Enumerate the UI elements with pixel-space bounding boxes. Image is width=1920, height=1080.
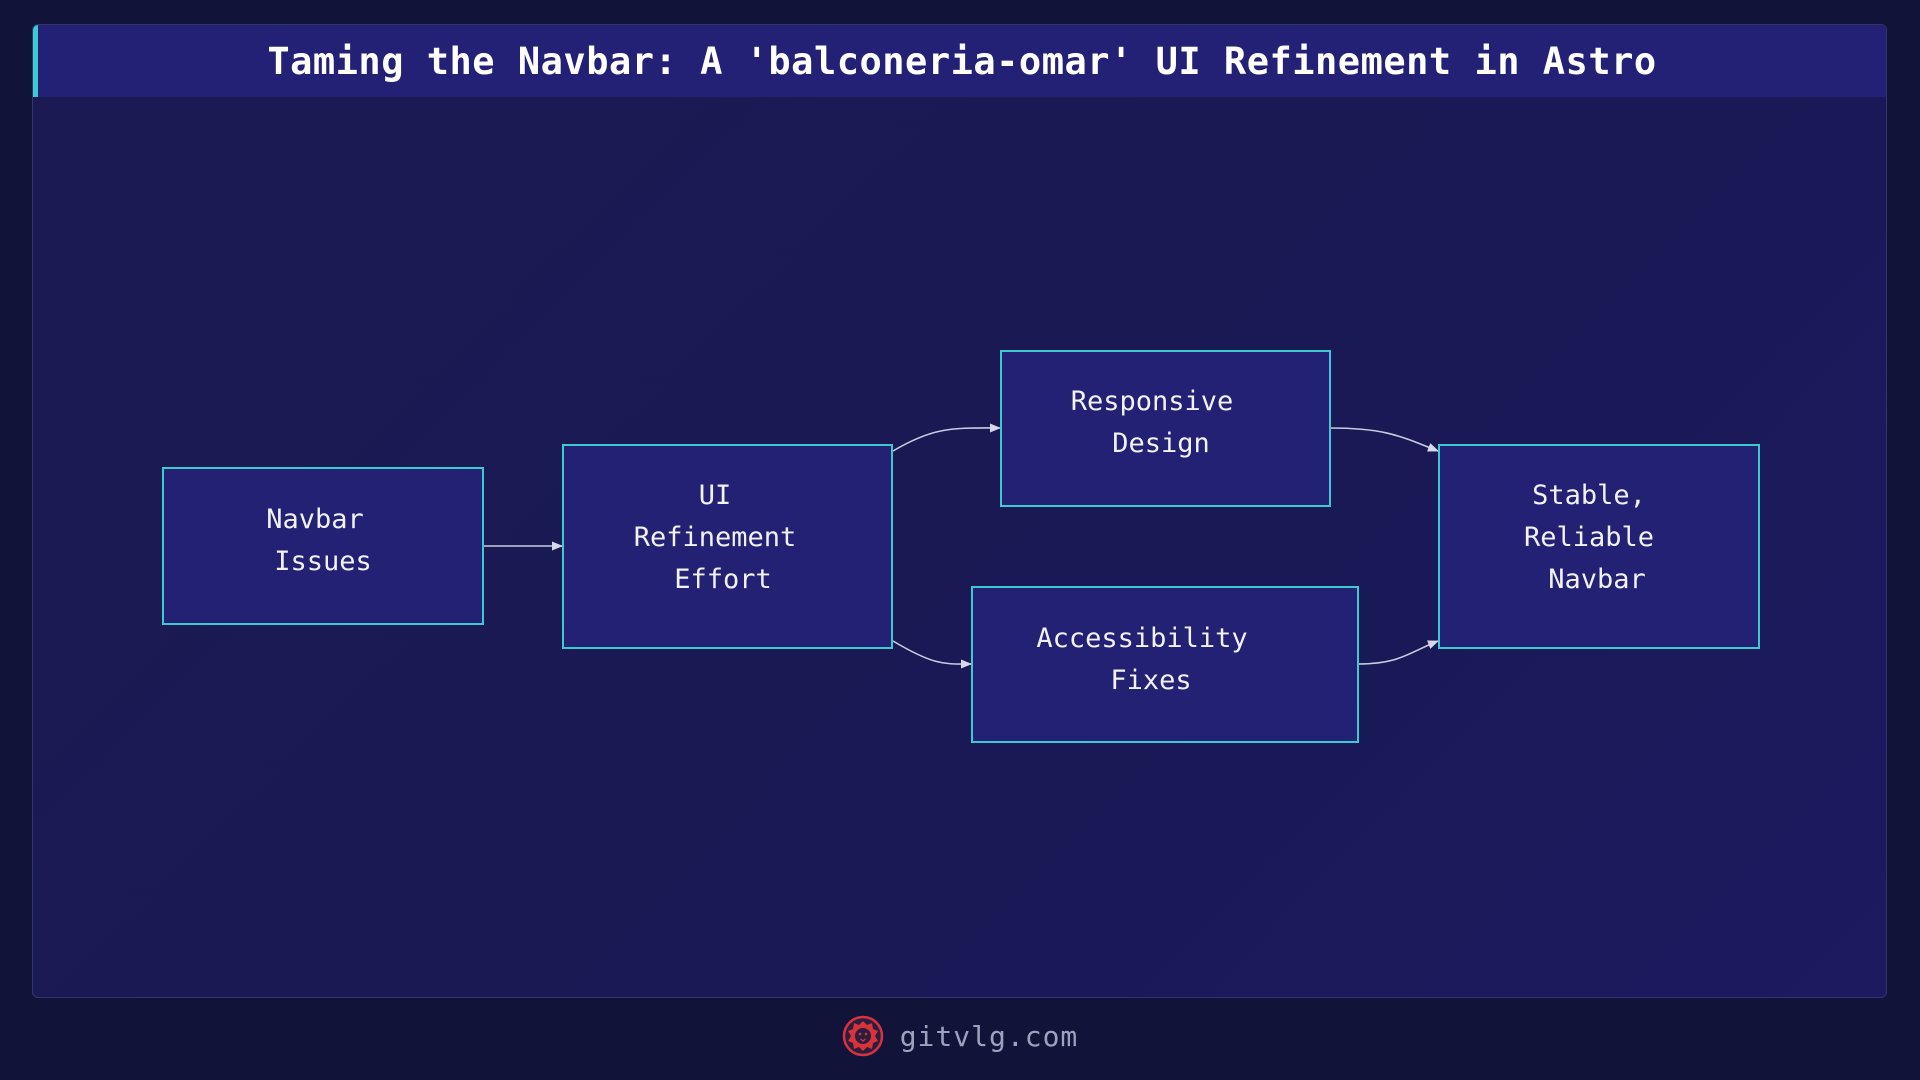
node-ui-refinement-line-1: UI [699,480,732,511]
edge-ui-refinement-to-responsive-design [892,423,1002,452]
footer-site-link[interactable]: gitvlg.com [899,1019,1079,1053]
node-ui-refinement-effort: UI Refinement Effort [562,444,893,649]
node-accessibility-fixes-line-2: Fixes [1110,665,1191,696]
page-title: Taming the Navbar: A 'balconeria-omar' U… [267,39,1657,83]
node-accessibility-fixes: Accessibility Fixes [971,586,1359,743]
edge-responsive-design-to-stable-navbar [1329,427,1440,452]
title-bar: Taming the Navbar: A 'balconeria-omar' U… [33,25,1886,97]
lion-head-icon [842,1015,883,1057]
node-navbar-issues: Navbar Issues [162,467,484,625]
node-responsive-design-line-1: Responsive [1071,386,1234,417]
node-stable-navbar-line-3: Navbar [1548,564,1646,595]
node-ui-refinement-line-2: Refinement [634,522,797,553]
node-accessibility-fixes-line-1: Accessibility [1036,623,1247,654]
edge-ui-refinement-to-accessibility-fixes [892,640,973,669]
node-responsive-design: Responsive Design [1000,350,1331,507]
node-stable-navbar-line-2: Reliable [1524,522,1654,553]
footer: gitvlg.com [0,1012,1920,1060]
node-stable-reliable-navbar: Stable, Reliable Navbar [1438,444,1760,649]
node-navbar-issues-line-2: Issues [274,546,372,577]
node-ui-refinement-line-3: Effort [674,564,772,595]
node-stable-navbar-line-1: Stable, [1532,480,1646,511]
edge-accessibility-fixes-to-stable-navbar [1357,640,1440,665]
node-navbar-issues-line-1: Navbar [266,504,364,535]
node-responsive-design-line-2: Design [1112,428,1210,459]
